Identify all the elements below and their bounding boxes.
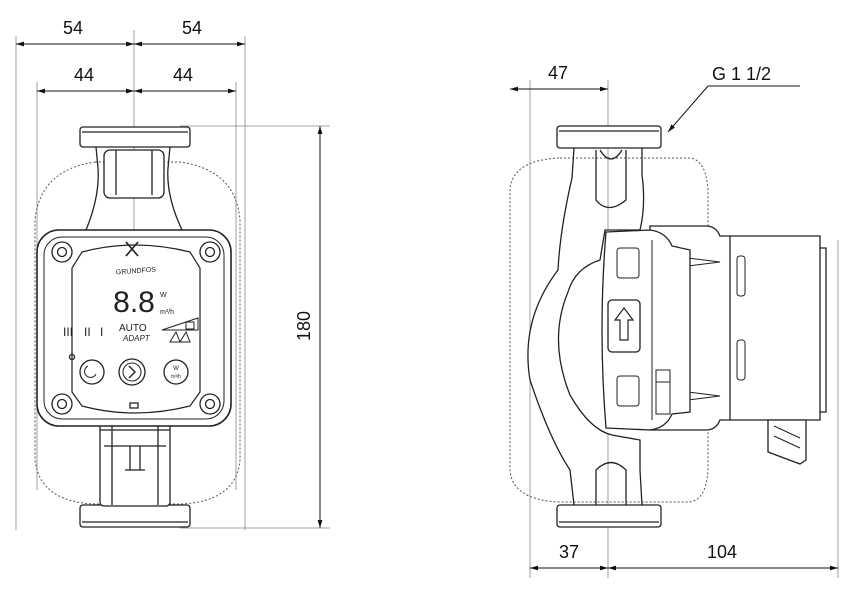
display-mode-flow: m³/h (171, 374, 181, 380)
dim-side-bottom-right: 104 (707, 542, 737, 562)
grundfos-logo-icon (125, 241, 139, 257)
dim-front-top-right: 54 (182, 18, 202, 38)
display-digits: 8.8 (113, 286, 155, 319)
unit-flow: m³/h (160, 309, 174, 316)
dim-front-inner-left: 44 (74, 65, 94, 85)
night-mode-button[interactable] (79, 359, 105, 385)
front-dimensions (16, 41, 323, 528)
side-dimensions (510, 86, 838, 571)
front-top-neck (85, 146, 183, 231)
level-iii: III (63, 325, 73, 339)
thread-label: G 1 1/2 (712, 64, 771, 84)
side-bottom-flange (556, 504, 662, 528)
night-mode-icon (84, 365, 97, 378)
side-arrow-window (607, 299, 641, 353)
chevron-right-icon (128, 365, 136, 379)
front-bottom-flange (79, 504, 191, 528)
side-top-flange (556, 125, 662, 149)
curve-mode-icons (161, 317, 199, 343)
night-mode-indicator-icon (68, 353, 76, 361)
front-view: GRUNDFOS 8.8 W m³/h III II I AUTO ADAPT … (15, 30, 330, 530)
side-motor-housing (649, 225, 827, 431)
flow-arrow-up-icon (613, 307, 635, 341)
dim-side-bottom-left: 37 (559, 542, 579, 562)
brand-text: GRUNDFOS (116, 267, 157, 277)
level-ii: II (84, 325, 91, 339)
display-mode-button[interactable] (163, 359, 189, 385)
thread-leader (667, 85, 800, 133)
unit-w: W (160, 292, 167, 299)
side-view (509, 80, 839, 578)
dim-front-height: 180 (294, 311, 314, 341)
front-top-flange (79, 126, 191, 148)
auto-label: AUTO (119, 323, 147, 334)
level-i: I (100, 325, 103, 339)
side-control-box (601, 229, 691, 431)
dim-front-top-left: 54 (63, 18, 83, 38)
adapt-label: ADAPT (122, 334, 151, 343)
dim-side-top: 47 (548, 63, 568, 83)
dim-front-inner-right: 44 (173, 65, 193, 85)
display-mode-w: W (173, 366, 179, 372)
motor-cooling-slots (736, 255, 746, 381)
front-screw-bosses (51, 241, 221, 415)
